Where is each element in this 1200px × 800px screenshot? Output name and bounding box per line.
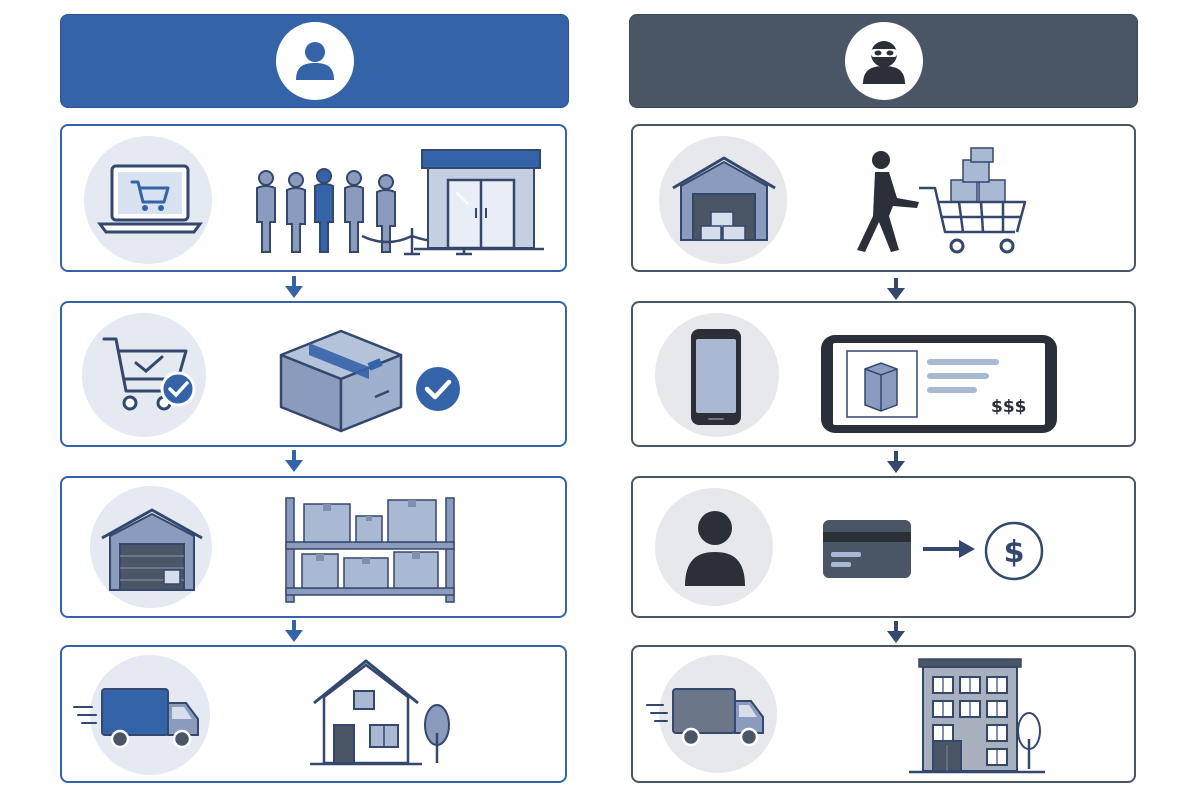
down-arrow-icon — [285, 450, 303, 472]
person-pushing-cart-icon — [857, 147, 1027, 254]
svg-text:$: $ — [1004, 535, 1025, 570]
down-arrow-icon — [887, 621, 905, 643]
tree-icon — [1017, 712, 1041, 769]
apartment-building-icon — [909, 658, 1045, 774]
tree-icon — [424, 704, 450, 763]
fraud-step-payment: $ — [631, 476, 1136, 618]
warehouse-icon — [672, 156, 776, 241]
smartphone-icon — [691, 329, 741, 425]
down-arrow-icon — [887, 278, 905, 300]
fraud-step-listing: $$$ — [631, 301, 1136, 447]
legit-step-delivery — [60, 645, 567, 783]
fraud-step-delivery — [631, 645, 1136, 783]
delivery-truck-icon — [646, 688, 764, 747]
legit-step-confirm — [60, 301, 567, 447]
thief-avatar — [844, 22, 923, 100]
down-arrow-icon — [887, 451, 905, 473]
buyer-person-icon — [685, 511, 745, 586]
masked-thief-icon — [862, 41, 905, 84]
legit-lane-header — [60, 14, 569, 108]
dollar-coin-icon: $ — [984, 521, 1044, 581]
buyer-disc — [655, 488, 773, 606]
fraud-step-theft — [631, 124, 1136, 272]
legit-step-warehouse — [60, 476, 567, 618]
credit-card-icon — [823, 520, 911, 578]
package-icon — [279, 329, 403, 433]
right-arrow-icon — [923, 540, 975, 558]
user-avatar — [275, 22, 354, 100]
warehouse-icon — [101, 508, 203, 591]
storage-shelves-icon — [285, 497, 455, 603]
queue-people-icon — [256, 168, 472, 256]
legit-step-order — [60, 124, 567, 272]
down-arrow-icon — [285, 620, 303, 642]
price-label: $$$ — [991, 397, 1027, 417]
phone-listing-icon: $$$ — [819, 333, 1059, 435]
house-icon — [310, 659, 422, 766]
storefront-icon — [414, 149, 544, 251]
check-badge-icon — [416, 367, 460, 411]
fraud-lane-header — [629, 14, 1138, 108]
cart-check-icon — [102, 337, 196, 411]
laptop-cart-icon — [97, 164, 203, 234]
delivery-truck-icon — [73, 688, 199, 749]
down-arrow-icon — [285, 276, 303, 298]
listing-screen — [821, 335, 1057, 433]
user-icon — [295, 42, 334, 80]
